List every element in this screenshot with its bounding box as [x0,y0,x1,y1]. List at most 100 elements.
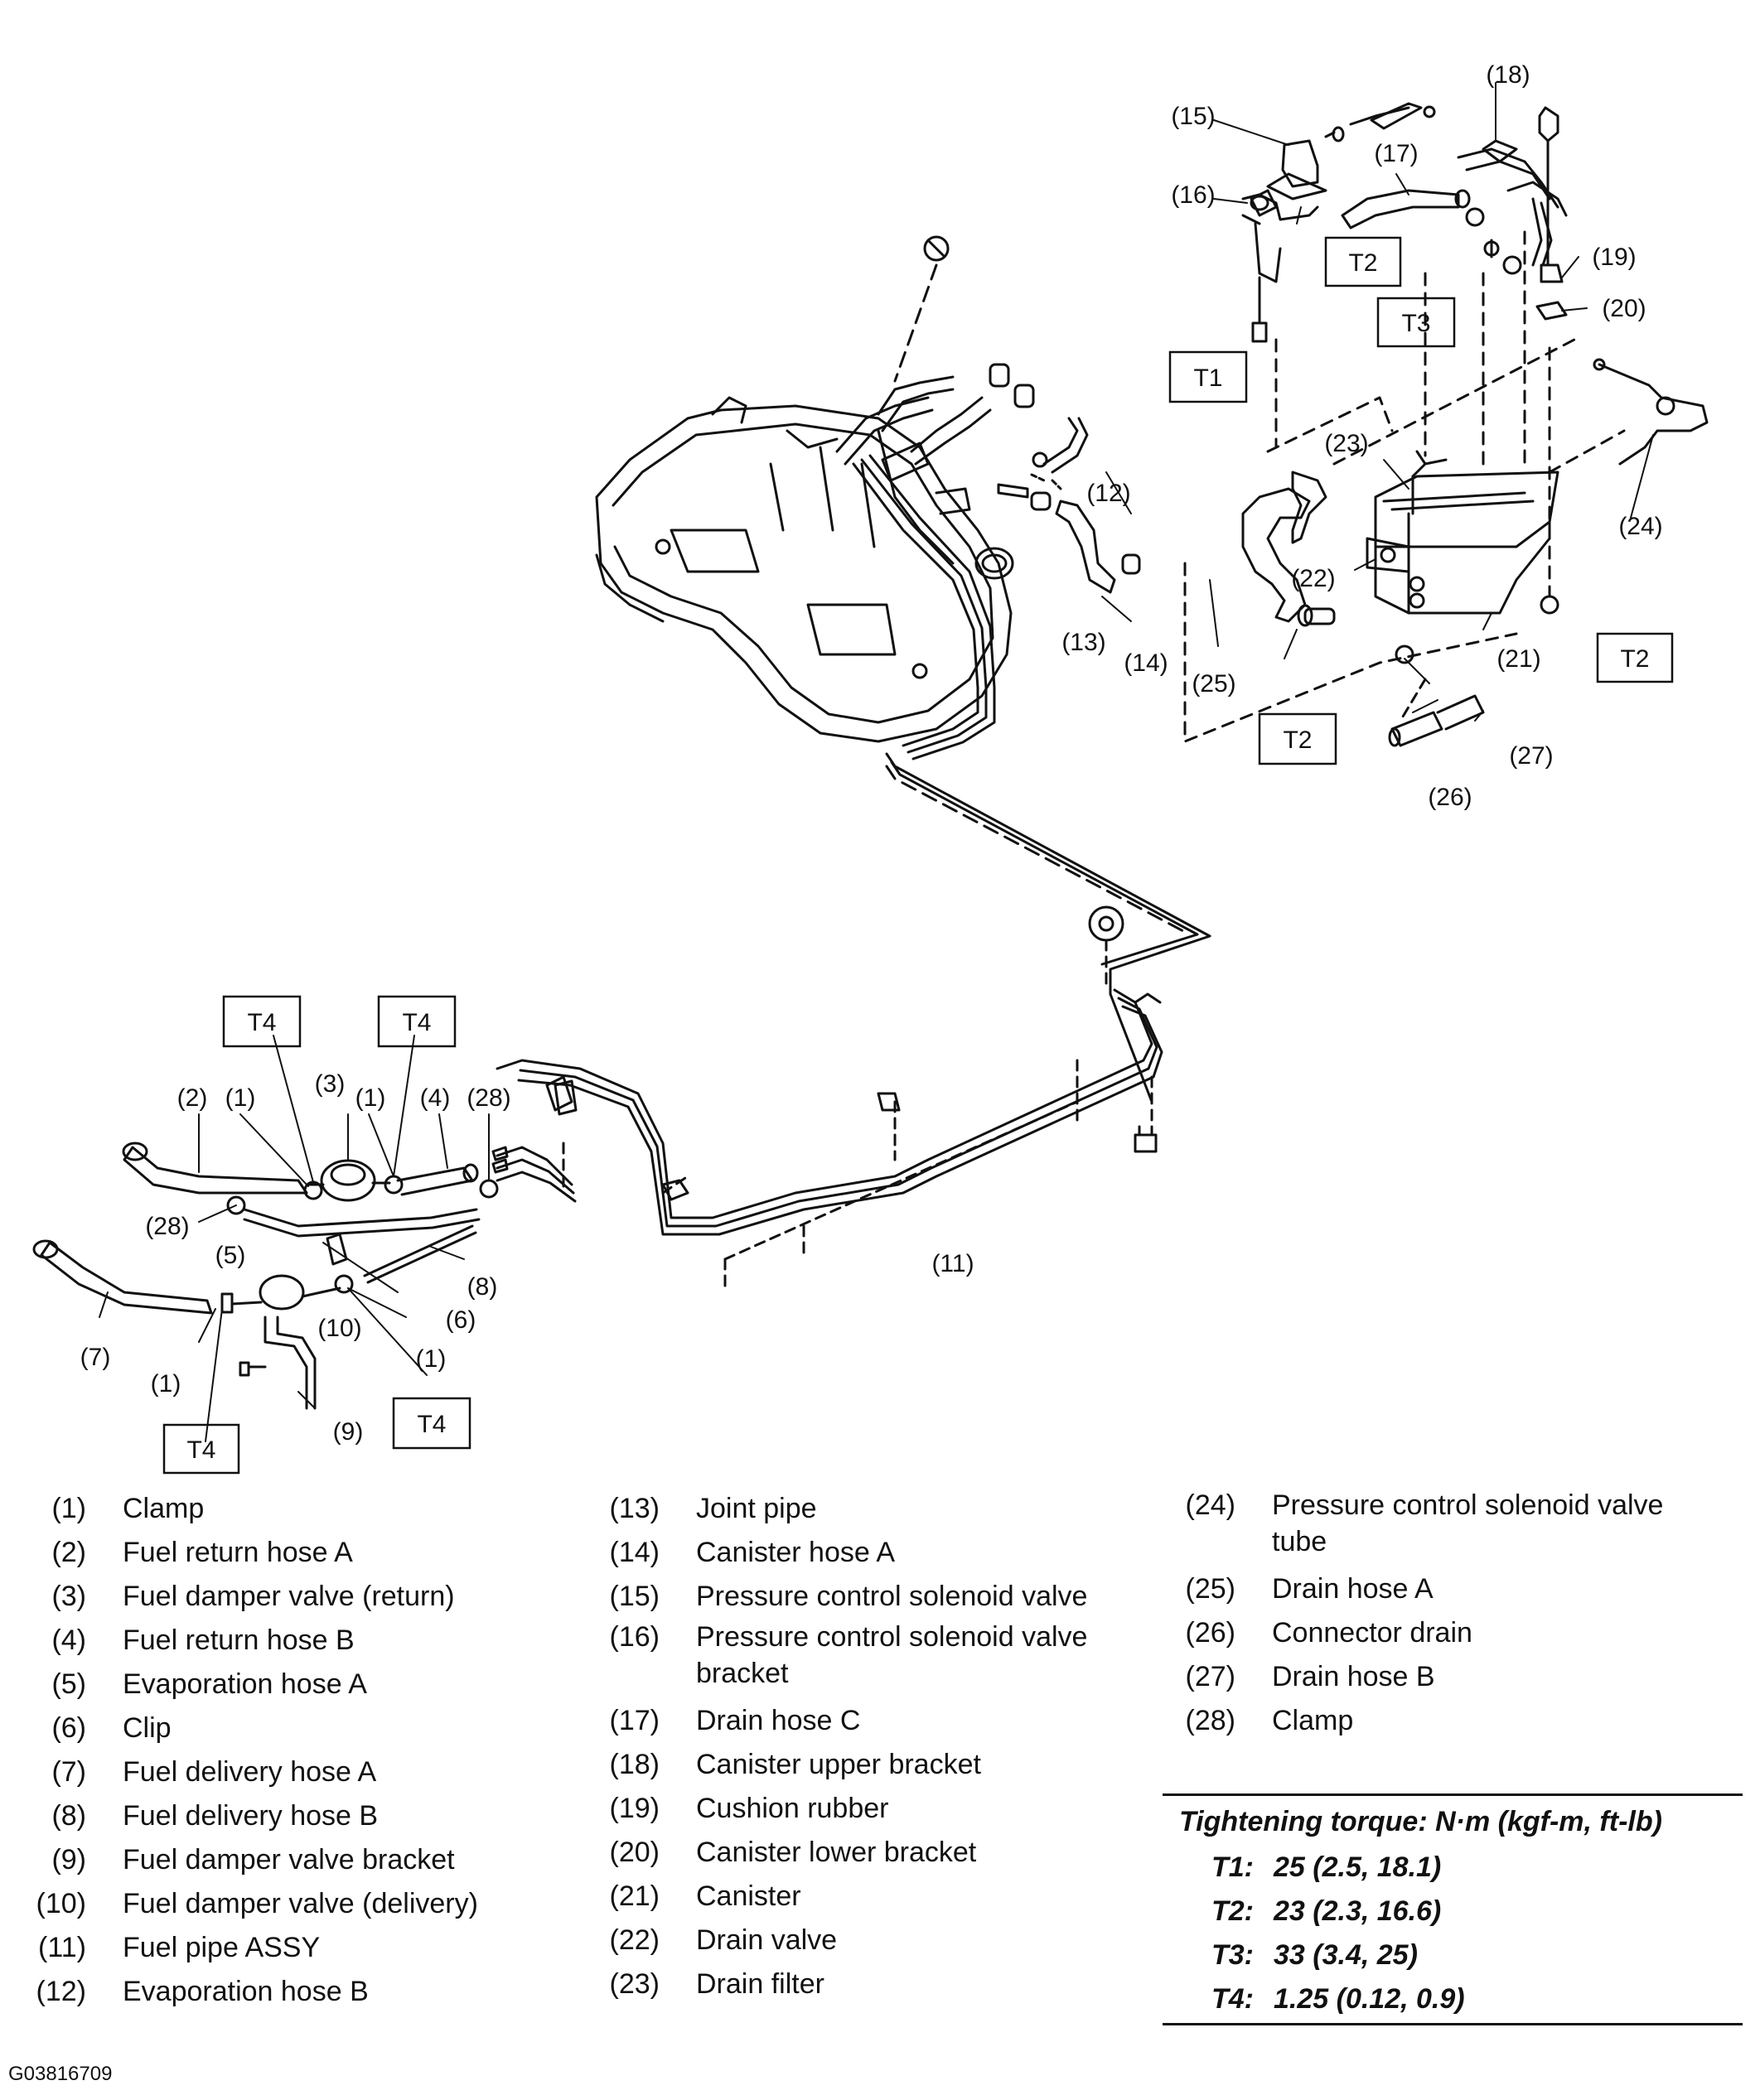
legend-item: (10)Fuel damper valve (delivery) [0,1882,547,1926]
legend-item: (26)Connector drain [1156,1611,1753,1655]
legend-column-3: (24)Pressure control solenoid valve tube… [1156,1487,1753,1743]
torque-key: T1: [1211,1851,1254,1883]
torque-row: T2: 23 (2.3, 16.6) [1163,1890,1743,1933]
t1-label: T1 [1193,364,1222,392]
legend-item-text: Fuel return hose B [123,1624,355,1656]
legend-item-number: (4) [51,1624,86,1656]
legend-item-text: Connector drain [1272,1617,1472,1649]
legend-item: (1)Clamp [0,1487,547,1531]
legend-item-number: (9) [51,1844,86,1876]
legend-item: (15) Pressure control solenoid valve [580,1575,1160,1619]
legend-item: (18) Canister upper bracket [580,1743,1160,1787]
legend-item: (22)Drain valve [580,1919,1160,1962]
legend-item-number: (20) [609,1837,660,1868]
legend-item: (11)Fuel pipe ASSY [0,1926,547,1970]
legend-item-number: (2) [51,1537,86,1568]
legend-item: (24)Pressure control solenoid valve tube [1156,1487,1753,1560]
legend-item-number: (10) [36,1888,86,1919]
legend-item: (14) Canister hose A [580,1531,1160,1575]
torque-tag-t1 [1168,350,1248,403]
tightening-torque-table: Tightening torque: N·m (kgf-m, ft-lb) T1… [1163,1793,1743,2025]
torque-tag-t4-d [392,1397,471,1450]
torque-tag-t4-b [377,995,457,1048]
t3-label: T3 [1401,310,1430,337]
torque-tag-t2-lower [1258,712,1337,765]
legend-item: (2) Fuel return hose A [0,1531,547,1575]
legend-item-text: Drain hose A [1272,1573,1434,1605]
torque-value: 23 (2.3, 16.6) [1274,1895,1442,1927]
torque-tag-t4-c [162,1423,240,1475]
legend-item-text: Fuel delivery hose A [123,1756,377,1788]
legend-item-number: (25) [1185,1573,1235,1605]
legend-item: (20) Canister lower bracket [580,1831,1160,1875]
legend-item-text: Cushion rubber [696,1793,889,1824]
callout-6: (6) [446,1306,476,1334]
callout-13: (13) [1061,629,1105,656]
torque-key: T2: [1211,1895,1254,1927]
legend-item-text: Fuel damper valve (return) [123,1581,455,1612]
t4-label-c: T4 [186,1436,215,1464]
callout-17: (17) [1374,140,1418,167]
callout-16: (16) [1171,181,1215,209]
legend-item: (3)Fuel damper valve (return) [0,1575,547,1619]
legend-item-number: (14) [609,1537,660,1568]
canister-assembly [893,235,1709,747]
fuel-pipe-assy [496,752,1211,1294]
legend-item-text: Clamp [123,1493,205,1524]
torque-heading: Tightening torque: N·m (kgf-m, ft-lb) [1163,1793,1743,1846]
legend-item-number: (18) [609,1749,660,1780]
legend-item-number: (8) [51,1800,86,1832]
legend-item-text: Canister [696,1880,801,1912]
callout-4: (4) [420,1084,451,1112]
legend-item-text: Canister upper bracket [696,1749,981,1780]
callout-26: (26) [1428,784,1472,811]
legend-item-text: Fuel return hose A [123,1537,353,1568]
legend-item-number: (7) [51,1756,86,1788]
legend-item-text: Canister lower bracket [696,1837,977,1868]
callout-27: (27) [1509,742,1553,770]
legend-item: (16)Pressure control solenoid valve brac… [580,1619,1160,1692]
callout-28-b: (28) [145,1213,189,1240]
legend-item: (25) Drain hose A [1156,1567,1753,1611]
legend-item-text: Fuel delivery hose B [123,1800,379,1832]
legend-item: (17)Drain hose C [580,1699,1160,1743]
legend-item: (19)Cushion rubber [580,1787,1160,1831]
legend-item: (21)Canister [580,1875,1160,1919]
legend-item: (4) Fuel return hose B [0,1619,547,1663]
legend-item: (23)Drain filter [580,1962,1160,2006]
t2-label-lower: T2 [1283,727,1312,754]
legend-item: (12)Evaporation hose B [0,1970,547,2014]
callout-1-c: (1) [416,1345,447,1373]
front-hoses [32,1075,577,1410]
torque-row: T1:25 (2.5, 18.1) [1163,1846,1743,1890]
legend-item-text: Canister hose A [696,1537,896,1568]
legend-item-text: Joint pipe [696,1493,817,1524]
legend-item-number: (22) [609,1924,660,1956]
torque-value: 33 (3.4, 25) [1274,1939,1418,1971]
legend-item-text: Clip [123,1712,172,1744]
torque-table-bottom-rule [1163,2023,1743,2025]
legend-item: (28)Clamp [1156,1699,1753,1743]
legend-item-number: (13) [609,1493,660,1524]
t2-label-upper: T2 [1348,249,1377,277]
legend-item: (27)Drain hose B [1156,1655,1753,1699]
legend-item-text: Clamp [1272,1705,1354,1736]
torque-value: 1.25 (0.12, 0.9) [1274,1983,1465,2015]
legend-item-text: Pressure control solenoid valve [696,1581,1088,1612]
legend-item-text: Evaporation hose B [123,1976,369,2007]
callout-28-a: (28) [467,1084,510,1112]
callout-labels: (2) (1) (3) (1) (4) (28) (28) (5) (8) (6… [80,61,1663,1446]
callout-10: (10) [317,1315,361,1342]
callout-15: (15) [1171,103,1215,130]
figure-code: G03816709 [8,2063,113,2085]
legend-item-number: (27) [1185,1661,1235,1692]
legend-item-number: (15) [609,1581,660,1612]
callout-18: (18) [1486,61,1530,89]
callout-12: (12) [1086,480,1130,507]
torque-row: T4:1.25 (0.12, 0.9) [1163,1977,1743,2021]
legend-item-number: (11) [38,1932,86,1963]
legend-item-text: Drain filter [696,1968,824,2000]
legend-item-number: (17) [609,1705,660,1736]
callout-2: (2) [177,1084,208,1112]
legend-item-number: (16) [609,1621,660,1653]
